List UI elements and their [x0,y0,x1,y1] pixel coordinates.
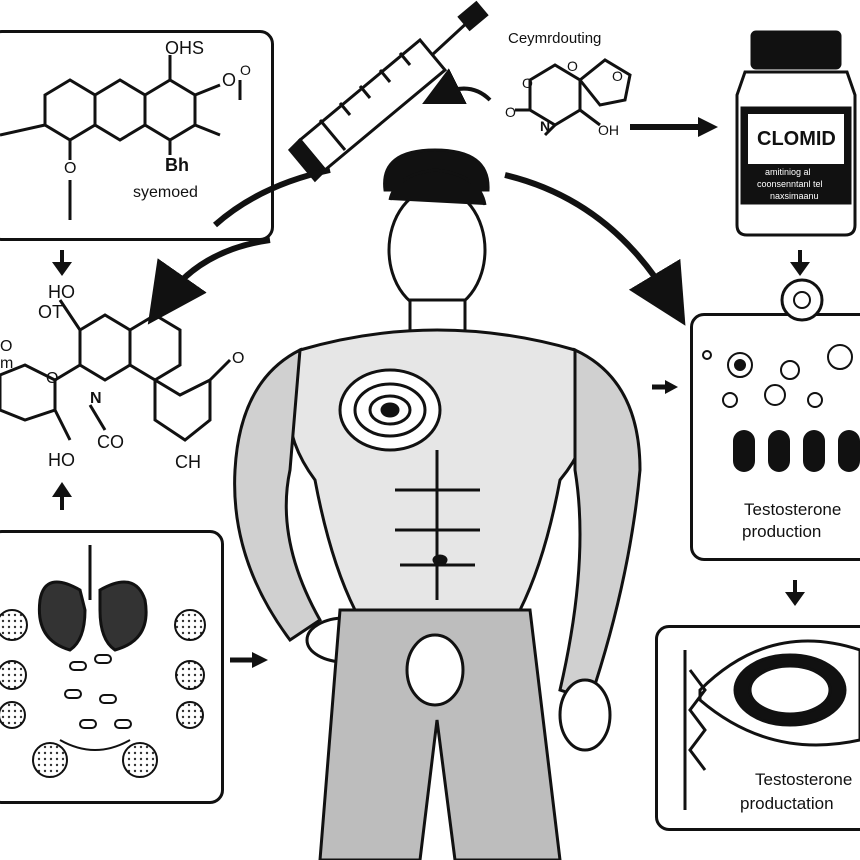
atom-label: O [64,160,77,177]
atom-label: HO [48,282,75,302]
receptor-icon [780,278,824,322]
panel-caption: syemoed [133,184,198,201]
panel-title: productation [740,794,834,813]
pill-bottle-icon [735,30,857,237]
top-left-molecule [0,55,242,220]
atom-label: CO [97,432,124,452]
bottle-brand-label: CLOMID [757,128,836,150]
panel-title: production [742,522,822,541]
atom-label: Bh [165,155,189,175]
atom-label: O [612,68,623,84]
atom-label: OHS [165,38,205,58]
atom-label: m [0,355,14,372]
bottle-subtext: amitiniog al [765,167,811,177]
atom-label: HO [48,450,75,470]
atom-label: O [522,75,533,91]
testicle-cross-section [683,639,860,810]
curved-arrow-right [504,172,686,326]
atom-label: OH [598,122,619,138]
top-left-panel [0,30,274,241]
atom-label: OT [38,302,63,322]
atom-label: O [46,370,59,387]
panel-title: Testosterone [755,770,853,789]
arrow-to-syringe [422,68,492,104]
hormone-molecules [702,344,853,408]
top-center-caption: Ceymrdouting [508,30,602,47]
curved-arrow-left [147,237,271,325]
bottle-subtext: naxsimaanu [770,191,819,201]
top-center-molecule [515,58,632,137]
atom-label: CH [175,452,201,472]
left-molecule [0,299,232,442]
atom-label: O [567,58,578,74]
atom-label: O [0,338,13,355]
bacteria-rods [64,654,132,729]
lungs-icon [37,545,148,652]
syringe-icon [287,0,489,183]
atom-label: O [240,62,251,78]
up-arrow-head [52,482,72,497]
cells-ring [0,609,206,778]
bottle-subtext: coonsenntanl tel [757,179,823,189]
atom-label: N [540,118,551,134]
atom-label: O [505,104,516,120]
muscular-man-figure [233,148,642,860]
atom-label: N [90,390,102,407]
atom-label: O [232,350,245,367]
pill-capsules [733,430,860,472]
down-arrow-1-head [52,262,72,276]
atom-label: O [222,70,237,90]
curved-arrow-left-top [213,167,331,228]
panel-title: Testosterone [744,500,842,519]
